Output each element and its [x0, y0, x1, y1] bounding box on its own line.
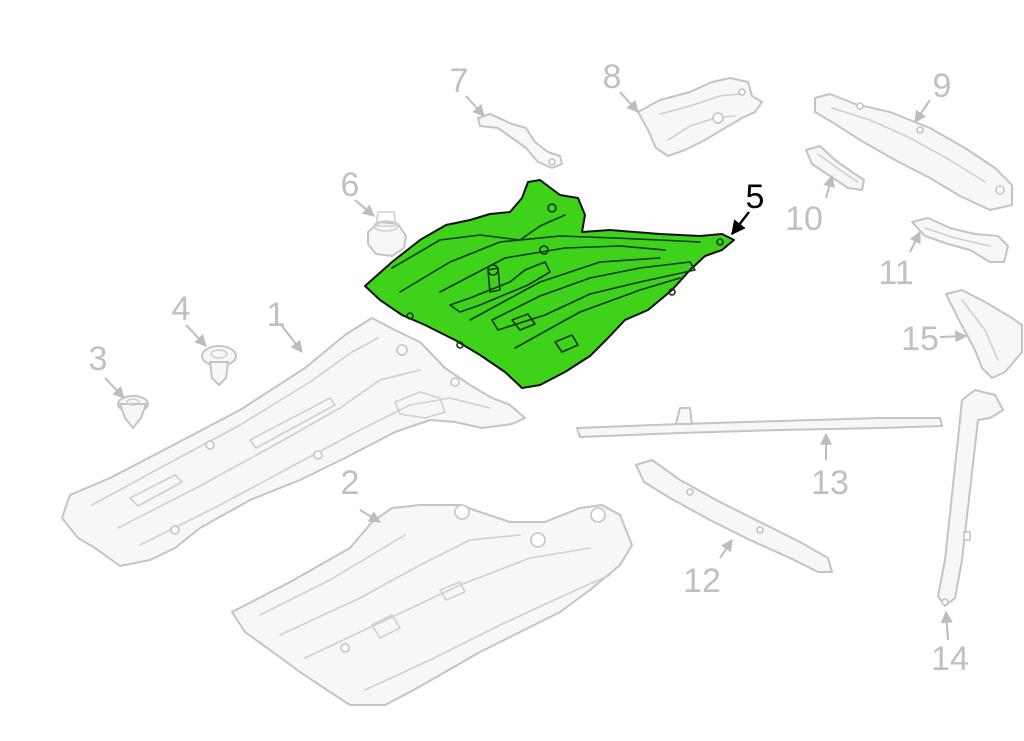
part-10-small-bracket[interactable] — [805, 145, 865, 191]
part-8-mount-bracket[interactable] — [637, 77, 763, 157]
callout-14: 14 — [931, 640, 969, 678]
part-13-cross-bar[interactable] — [576, 407, 943, 438]
callout-13: 13 — [811, 464, 849, 502]
leader-3 — [104, 377, 125, 399]
leader-8 — [619, 91, 639, 113]
callout-15: 15 — [901, 320, 939, 358]
part-2-lower-shield[interactable] — [231, 504, 633, 706]
callout-11: 11 — [878, 254, 913, 292]
part-5-engine-undershield[interactable] — [364, 179, 735, 389]
callout-9: 9 — [933, 67, 952, 105]
callout-6: 6 — [341, 166, 360, 204]
part-7-bracket[interactable] — [477, 113, 563, 169]
part-1-underbody-panel[interactable] — [61, 317, 526, 567]
leader-1 — [281, 325, 303, 353]
leader-2 — [359, 509, 382, 523]
leader-10 — [823, 174, 835, 199]
leader-4 — [185, 324, 207, 347]
callout-labels: 1 2 3 4 5 6 7 8 9 10 11 12 13 14 15 — [89, 58, 969, 678]
leader-11 — [909, 230, 921, 253]
leader-lines — [104, 91, 968, 641]
callout-5: 5 — [746, 178, 765, 216]
part-4-rivet[interactable] — [201, 345, 237, 386]
part-12-diagonal-strut[interactable] — [635, 459, 833, 573]
leader-14 — [940, 610, 953, 641]
part-11-bracket[interactable] — [911, 217, 1009, 263]
leader-15 — [939, 330, 968, 343]
part-6-nut[interactable] — [367, 211, 407, 257]
callout-2: 2 — [341, 464, 360, 502]
leader-9 — [914, 99, 931, 123]
leader-7 — [465, 95, 485, 117]
callout-3: 3 — [89, 340, 108, 378]
callout-1: 1 — [267, 296, 286, 334]
callout-12: 12 — [683, 562, 721, 600]
leader-6 — [354, 199, 375, 217]
part-9-side-rail[interactable] — [814, 93, 1013, 211]
callout-10: 10 — [785, 200, 823, 238]
part-15-corner-bracket[interactable] — [945, 289, 1023, 379]
part-3-clip[interactable] — [117, 395, 149, 429]
callout-7: 7 — [450, 62, 469, 100]
callout-8: 8 — [603, 58, 622, 96]
part-14-vertical-strut[interactable] — [937, 389, 1004, 607]
callout-4: 4 — [172, 290, 191, 328]
leader-5 — [731, 211, 750, 236]
leader-12 — [719, 539, 733, 559]
